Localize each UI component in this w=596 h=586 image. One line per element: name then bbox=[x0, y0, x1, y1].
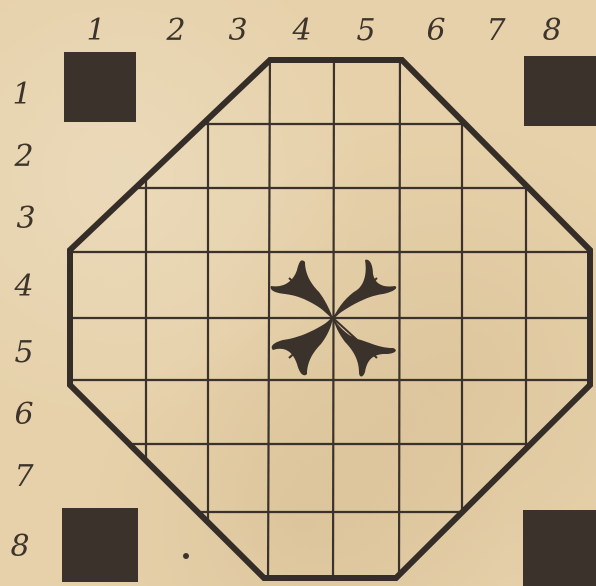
column-label: 5 bbox=[356, 13, 375, 48]
row-label: 4 bbox=[13, 269, 33, 304]
column-label: 8 bbox=[542, 13, 561, 48]
ink-dot bbox=[183, 553, 189, 559]
row-label: 7 bbox=[14, 459, 34, 494]
column-label: 4 bbox=[291, 13, 311, 48]
corner-block-bottom-right bbox=[523, 510, 596, 586]
corner-block-top-right bbox=[524, 56, 596, 126]
column-label: 6 bbox=[426, 13, 445, 48]
column-label: 7 bbox=[486, 13, 506, 48]
column-labels: 1 2 3 4 5 6 7 8 bbox=[86, 13, 561, 48]
row-label: 3 bbox=[16, 201, 35, 236]
corner-block-bottom-left bbox=[62, 508, 138, 582]
column-label: 3 bbox=[228, 13, 247, 48]
row-label: 2 bbox=[13, 139, 33, 174]
corner-block-top-left bbox=[64, 52, 136, 122]
row-label: 1 bbox=[12, 77, 31, 112]
row-label: 6 bbox=[14, 397, 33, 432]
column-label: 2 bbox=[165, 13, 185, 48]
row-label: 5 bbox=[14, 335, 33, 370]
row-label: 8 bbox=[10, 529, 29, 564]
column-label: 1 bbox=[86, 13, 105, 48]
row-labels: 1 2 3 4 5 6 7 8 bbox=[10, 77, 35, 564]
